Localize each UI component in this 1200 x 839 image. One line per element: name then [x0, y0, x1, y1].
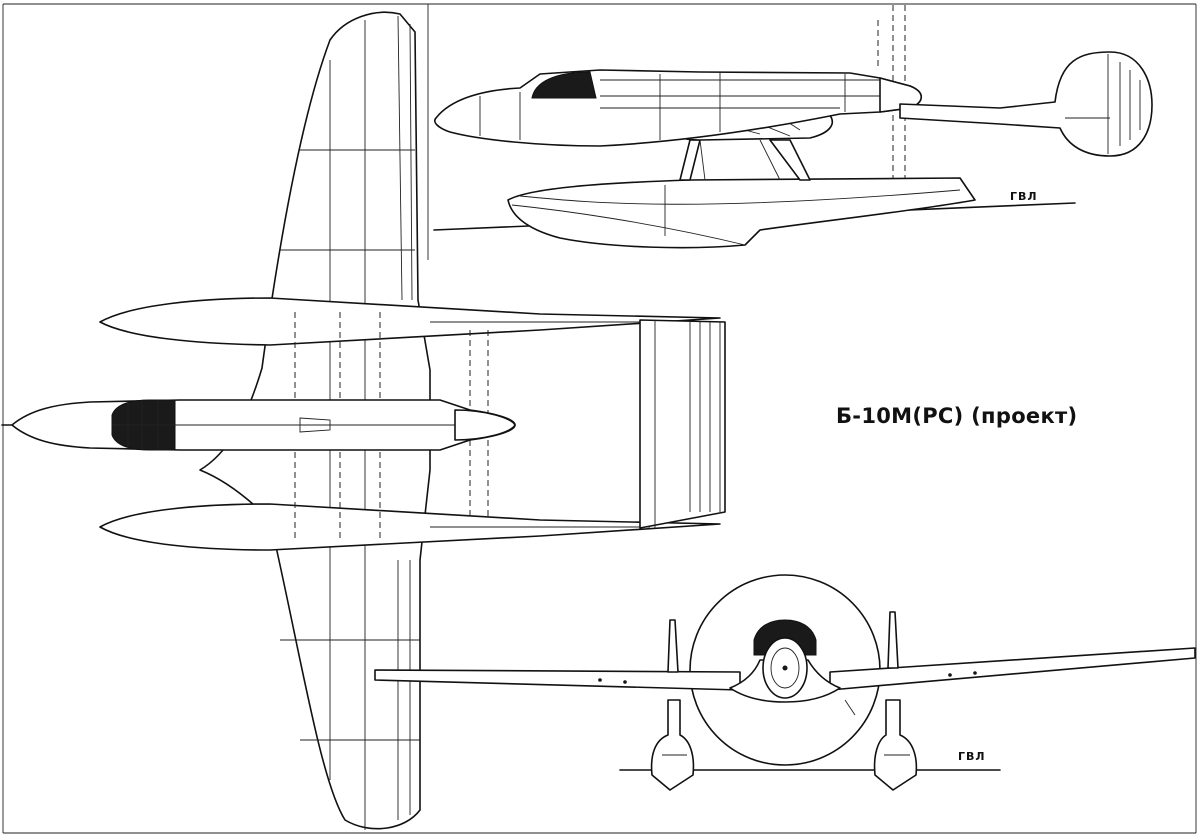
side-view [433, 5, 1153, 249]
waterline-label-front: ГВЛ [958, 750, 986, 763]
side-strut-rear [769, 139, 811, 181]
front-view [374, 574, 1196, 791]
front-float-left [650, 699, 695, 791]
sheet-frame [2, 3, 1197, 834]
side-tail-boom [899, 51, 1153, 157]
plan-float-upper [99, 297, 721, 346]
plan-view [1, 11, 726, 830]
front-wing [374, 669, 741, 691]
front-float-right [873, 699, 918, 791]
side-strut-front [679, 139, 701, 181]
waterline-label-side: ГВЛ [1010, 190, 1038, 203]
plan-tailplane [639, 319, 726, 529]
plan-float-lower [99, 503, 721, 551]
side-float [507, 177, 976, 249]
aircraft-title: Б-10М(РС) (проект) [836, 404, 1078, 428]
